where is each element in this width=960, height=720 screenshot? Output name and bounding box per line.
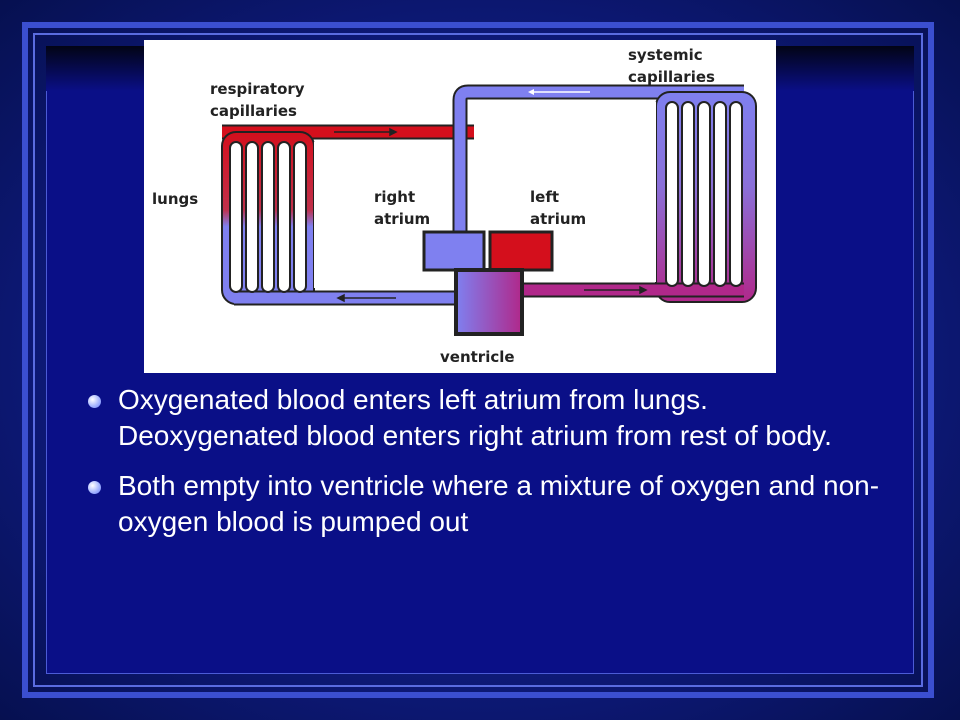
label-ventricle: ventricle (440, 348, 515, 366)
circulation-diagram: respiratory capillaries systemic capilla… (144, 40, 776, 373)
label-systemic-capillaries: capillaries (628, 68, 715, 86)
bullet-list: Oxygenated blood enters left atrium from… (86, 382, 886, 554)
bullet-icon (88, 481, 101, 494)
label-respiratory: respiratory (210, 80, 305, 98)
systemic-circuit (452, 84, 757, 303)
bullet-text: Oxygenated blood enters left atrium from… (118, 384, 832, 451)
label-lungs: lungs (152, 190, 198, 208)
flow-arrows (334, 89, 648, 303)
ventricle-chamber (454, 268, 524, 336)
label-left-atrium: atrium (530, 210, 586, 228)
list-item: Both empty into ventricle where a mixtur… (86, 468, 886, 540)
right-atrium-chamber (422, 230, 486, 272)
bullet-text: Both empty into ventricle where a mixtur… (118, 470, 880, 537)
slide-outer-border (22, 22, 934, 698)
slide-inner-border (33, 33, 923, 687)
bullet-icon (88, 395, 101, 408)
circulation-diagram-svg: respiratory capillaries systemic capilla… (152, 46, 757, 366)
label-left: left (530, 188, 559, 206)
label-respiratory-capillaries: capillaries (210, 102, 297, 120)
label-right: right (374, 188, 415, 206)
list-item: Oxygenated blood enters left atrium from… (86, 382, 886, 454)
label-systemic: systemic (628, 46, 703, 64)
label-right-atrium: atrium (374, 210, 430, 228)
left-atrium-chamber (488, 230, 554, 272)
